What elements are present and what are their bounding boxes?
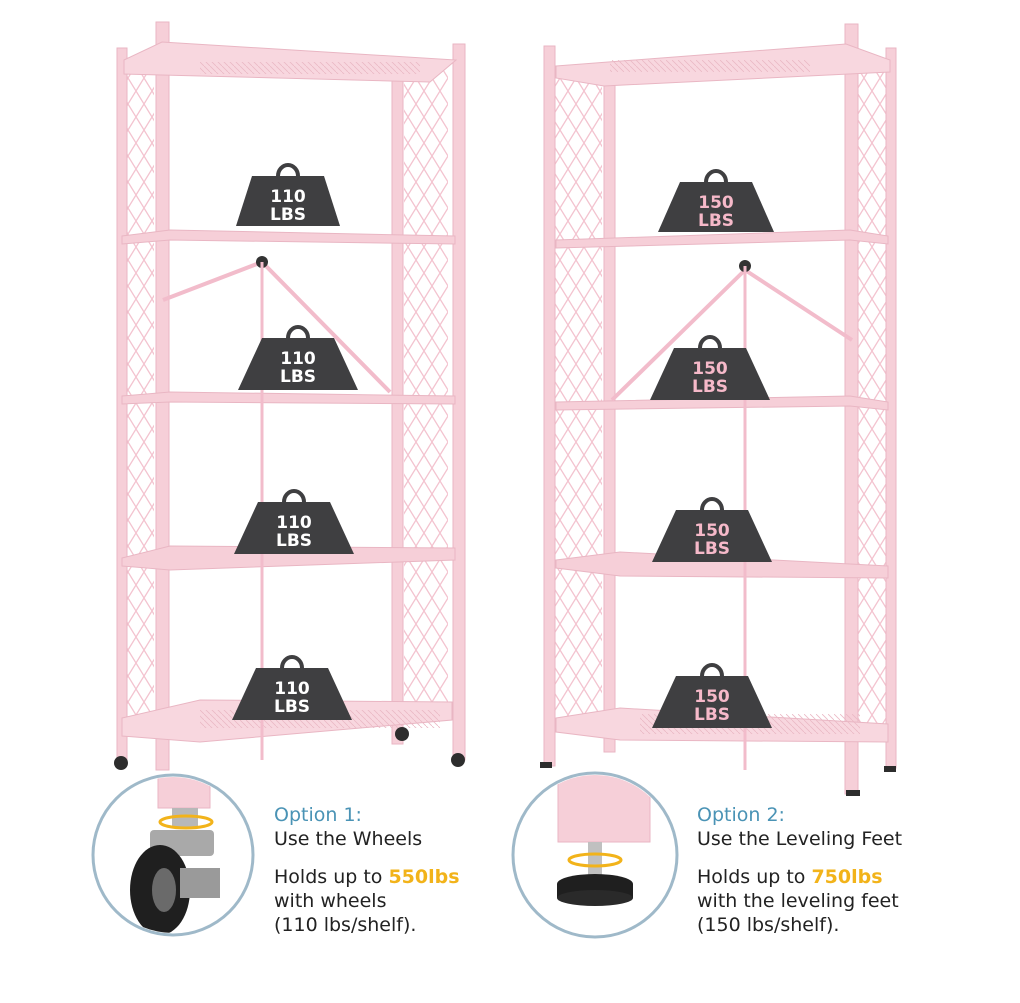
- option1-capacity-value: 550lbs: [388, 866, 460, 888]
- option1-capacity-line2: with wheels: [274, 890, 387, 912]
- right-rack-leveling-feet: [540, 762, 896, 796]
- weight-label: 150: [692, 359, 728, 379]
- left-rack-side-panel: [404, 70, 448, 710]
- weight-label: 110: [276, 513, 312, 533]
- left-weight-4: 110 LBS: [232, 655, 352, 720]
- weight-label: 110: [270, 187, 306, 207]
- wheel-detail-circle: [91, 773, 255, 937]
- weight-unit: LBS: [274, 697, 310, 717]
- option2-title: Use the Leveling Feet: [697, 828, 903, 850]
- left-weight-1: 110 LBS: [236, 163, 340, 226]
- weight-label: 150: [698, 193, 734, 213]
- right-weight-4: 150 LBS: [652, 663, 772, 728]
- right-weight-1: 150 LBS: [658, 169, 774, 232]
- leveling-foot-detail-circle: [511, 771, 679, 939]
- right-weight-2: 150 LBS: [650, 335, 770, 400]
- left-weight-2: 110 LBS: [238, 325, 358, 390]
- option2-caption: Option 2: Use the Leveling Feet Holds up…: [697, 803, 997, 937]
- weight-unit: LBS: [270, 205, 306, 225]
- rotate-arrow-icon: [158, 814, 214, 830]
- right-weight-3: 150 LBS: [652, 497, 772, 562]
- option1-capacity-prefix: Holds up to: [274, 866, 389, 888]
- option1-capacity: Holds up to 550lbs: [274, 865, 514, 889]
- weight-label: 150: [694, 521, 730, 541]
- option2-capacity-line3: (150 lbs/shelf).: [697, 914, 840, 936]
- weight-label: 150: [694, 687, 730, 707]
- option2-capacity-line2: with the leveling feet: [697, 890, 899, 912]
- weight-unit: LBS: [694, 705, 730, 725]
- weight-unit: LBS: [698, 211, 734, 231]
- option2-capacity-prefix: Holds up to: [697, 866, 812, 888]
- left-rack-wheels: [114, 727, 465, 770]
- weight-label: 110: [274, 679, 310, 699]
- option1-capacity-line3: (110 lbs/shelf).: [274, 914, 417, 936]
- option2-capacity-value: 750lbs: [811, 866, 883, 888]
- weight-unit: LBS: [276, 531, 312, 551]
- weight-unit: LBS: [692, 377, 728, 397]
- left-rack: [114, 21, 466, 771]
- right-rack-side-panel: [554, 70, 602, 730]
- weight-unit: LBS: [694, 539, 730, 559]
- option1-caption: Option 1: Use the Wheels Holds up to 550…: [274, 803, 514, 937]
- left-weight-3: 110 LBS: [234, 489, 354, 554]
- rotate-arrow-icon: [567, 852, 623, 868]
- weight-label: 110: [280, 349, 316, 369]
- left-rack-side-panel: [124, 58, 154, 728]
- weight-unit: LBS: [280, 367, 316, 387]
- option1-title: Use the Wheels: [274, 828, 423, 850]
- option2-label: Option 2:: [697, 804, 785, 826]
- option2-capacity: Holds up to 750lbs: [697, 865, 997, 889]
- option1-label: Option 1:: [274, 804, 362, 826]
